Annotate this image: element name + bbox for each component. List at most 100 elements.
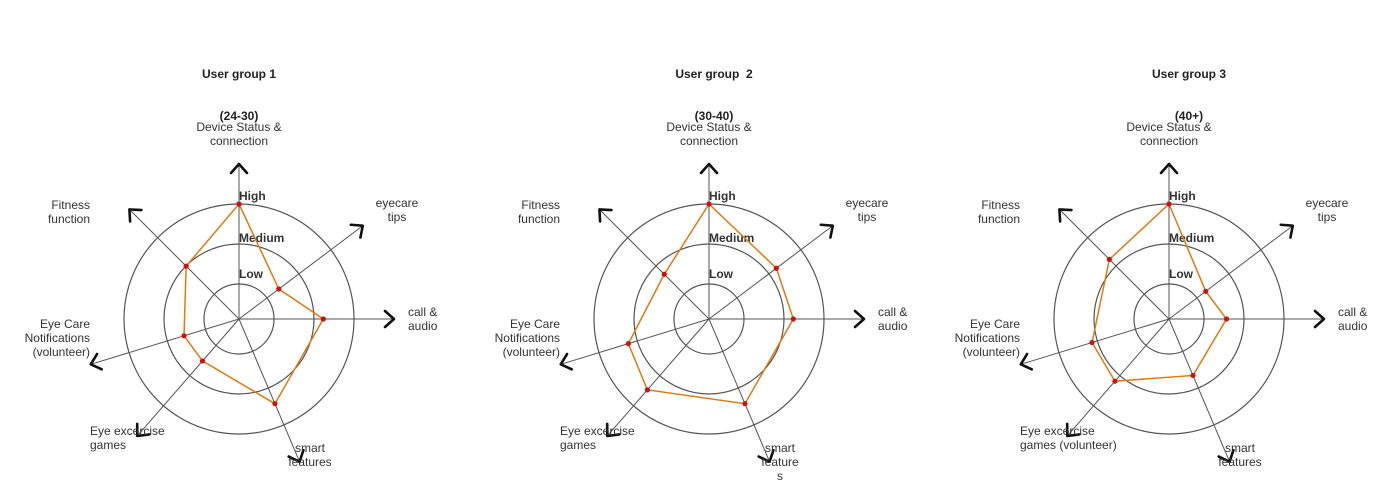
series-polygon [183, 202, 325, 405]
axis-label-line: tips [1318, 210, 1337, 224]
data-point-6 [1089, 339, 1095, 346]
level-label-high: High [1169, 189, 1196, 203]
axis-label-line: Notifications [955, 331, 1020, 345]
data-point-2 [773, 265, 779, 271]
level-label-low: Low [1169, 267, 1194, 281]
axis-label-3: call &audio [1338, 305, 1368, 333]
axis-line-4 [708, 318, 771, 462]
axis-label-line: Eye excercise [90, 424, 165, 438]
level-label-low: Low [239, 267, 264, 281]
axis-label-line: Eye Care [40, 317, 90, 331]
axis-arrow-icon [349, 223, 365, 239]
axis-label-line: connection [210, 134, 268, 148]
axis-arrow-icon [89, 352, 104, 371]
level-label-medium: Medium [239, 231, 284, 245]
axis-arrow-icon [287, 448, 305, 463]
axis-line-5 [606, 318, 710, 437]
chart-title-line2: (40+) [1174, 109, 1204, 123]
axis-arrow-icon [1019, 352, 1034, 371]
axis-label-line: tips [388, 210, 407, 224]
chart-title-line1: User group 3 [1151, 67, 1226, 81]
level-label-high: High [709, 189, 736, 203]
axis-arrow-icon [1313, 309, 1326, 329]
data-point-2 [1203, 288, 1209, 294]
axis-arrow-icon [1217, 448, 1235, 463]
data-point-4 [272, 401, 278, 407]
axis-label-line: audio [1338, 319, 1368, 333]
axis-label-3: call &audio [408, 305, 438, 333]
axis-label-3: call &audio [878, 305, 908, 333]
axis-arrow-icon [598, 208, 613, 223]
axis-line-5 [136, 318, 240, 437]
axis-label-line: Notifications [25, 331, 90, 345]
axis-label-line: (volunteer) [503, 345, 560, 359]
axis-label-line: audio [408, 319, 438, 333]
axis-label-line: call & [1338, 305, 1367, 319]
axis-line-2 [1168, 225, 1294, 320]
axis-label-line: Eye excercise [1020, 424, 1095, 438]
level-label-high: High [239, 189, 266, 203]
data-point-1 [706, 201, 712, 207]
level-label-medium: Medium [1169, 231, 1214, 245]
axis-arrow-icon [1159, 162, 1179, 175]
data-point-5 [199, 358, 206, 364]
axis-label-line: feature [761, 455, 799, 469]
axis-label-line: games (volunteer) [1020, 438, 1117, 452]
chart-title-group-2: User group 2 (30-40) [614, 39, 814, 151]
axis-label-line: Fitness [51, 198, 90, 212]
axis-label-line: (volunteer) [963, 345, 1020, 359]
data-point-5 [1112, 378, 1118, 384]
data-point-5 [644, 387, 650, 393]
axis-label-line: games [560, 438, 596, 452]
axis-label-line: Eye Care [970, 317, 1020, 331]
axis-line-7 [599, 209, 710, 320]
axis-line-7 [1059, 209, 1170, 320]
axis-arrow-icon [135, 422, 151, 438]
data-point-3 [1223, 316, 1230, 322]
axis-label-line: tips [858, 210, 877, 224]
data-point-6 [625, 341, 631, 347]
axis-label-line: function [978, 212, 1020, 226]
data-point-4 [1190, 372, 1196, 379]
chart-title-line2: (30-40) [694, 109, 734, 123]
axis-label-line: games [90, 438, 126, 452]
axis-label-line: eyecare [376, 196, 419, 210]
data-point-3 [320, 316, 326, 322]
axis-label-line: call & [408, 305, 437, 319]
data-point-4 [742, 401, 748, 407]
axis-label-line: Notifications [495, 331, 560, 345]
data-point-7 [1106, 256, 1112, 262]
chart-title-line1: User group 1 [201, 67, 276, 81]
axis-label-line: function [48, 212, 90, 226]
chart-title-group-1: User group 1 (24-30) [139, 39, 339, 151]
axis-arrow-icon [383, 309, 396, 329]
axis-arrow-icon [128, 208, 143, 223]
axis-label-line: smart [1225, 441, 1256, 455]
axis-label-line: features [1218, 455, 1261, 469]
axis-label-line: Fitness [521, 198, 560, 212]
axis-label-line: smart [765, 441, 796, 455]
axis-label-line: Eye Care [510, 317, 560, 331]
axis-arrow-icon [1279, 223, 1295, 239]
axis-line-6 [90, 318, 240, 365]
axis-arrow-icon [699, 162, 719, 175]
chart-title-line2: (24-30) [219, 109, 259, 123]
axis-line-7 [129, 209, 240, 320]
data-point-1 [1166, 201, 1172, 207]
axis-label-line: Device Status & [1126, 120, 1211, 134]
axis-label-1: Device Status &connection [666, 120, 751, 148]
axis-arrow-icon [229, 162, 249, 175]
chart-title-line1: User group 2 [675, 67, 753, 81]
axis-arrow-icon [605, 422, 621, 438]
data-point-1 [236, 201, 242, 207]
